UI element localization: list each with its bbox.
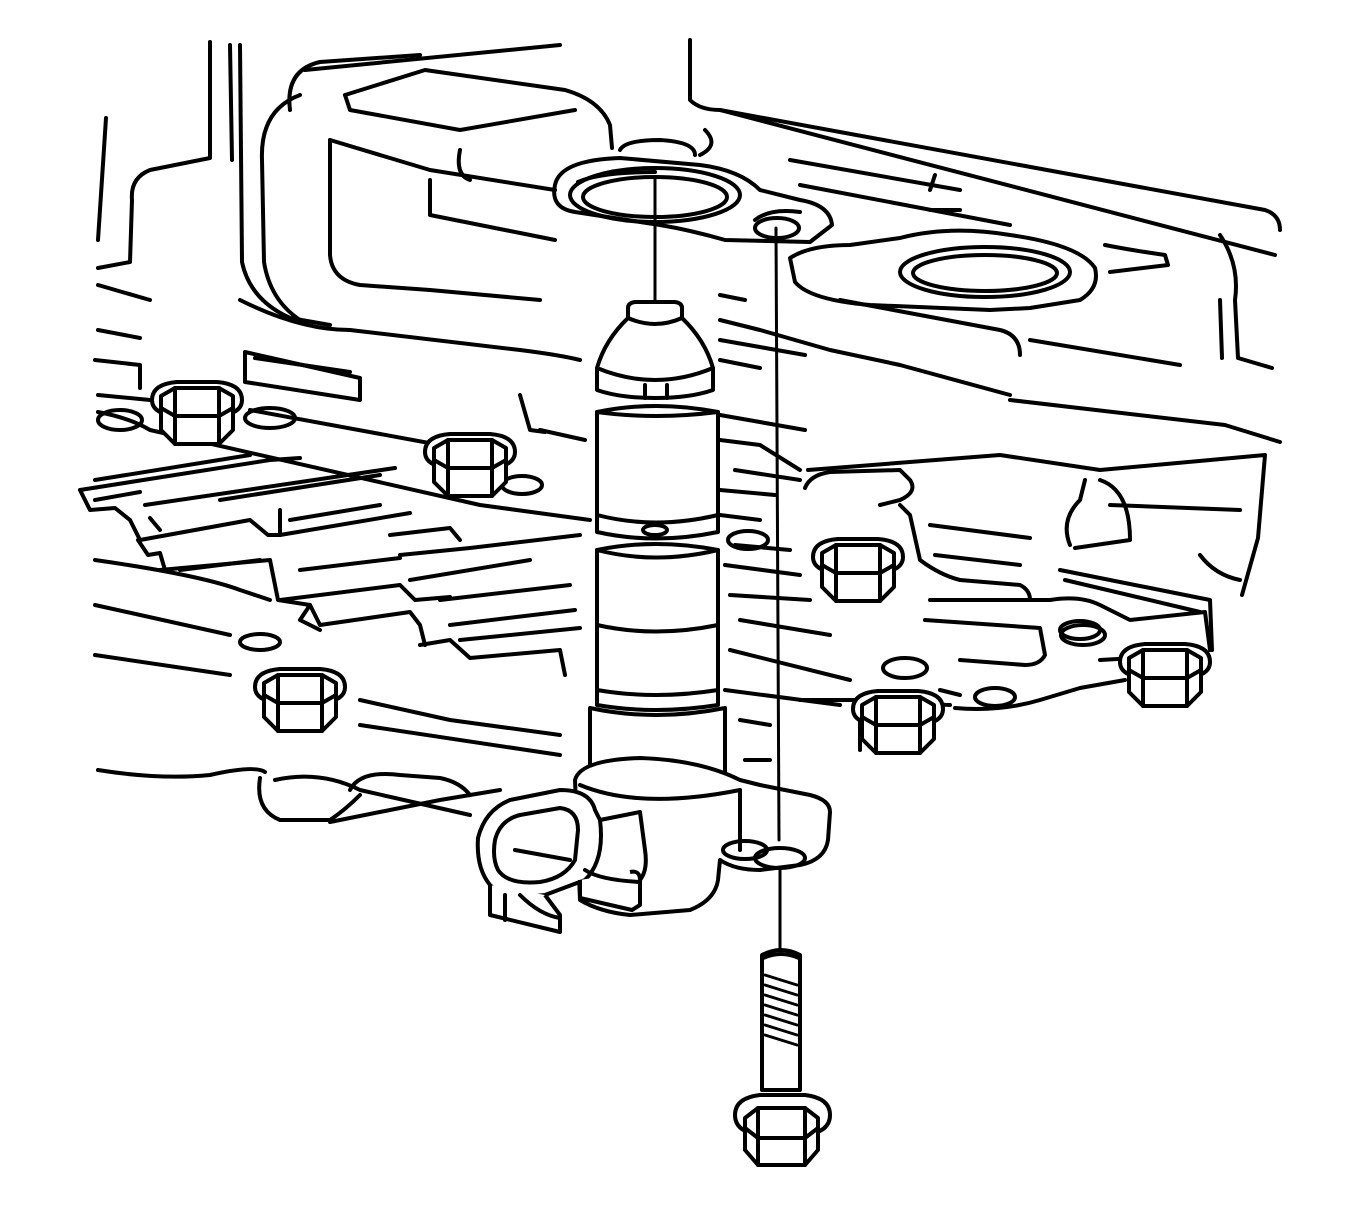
case-bolt-5 xyxy=(851,689,945,755)
case-bolt-2 xyxy=(423,432,517,498)
sensor xyxy=(475,300,832,934)
case-bolts xyxy=(150,380,1212,755)
case-bolt-4 xyxy=(253,667,347,733)
case-bolt-3 xyxy=(811,537,905,603)
valve-body xyxy=(78,283,1242,824)
transmission-case xyxy=(96,38,1282,597)
alignment-lines xyxy=(653,176,782,950)
case-bolt-6 xyxy=(1118,642,1212,708)
sensor-bolt xyxy=(733,948,832,1167)
case-bore-right xyxy=(898,245,1072,299)
case-bolt-1 xyxy=(150,380,244,446)
